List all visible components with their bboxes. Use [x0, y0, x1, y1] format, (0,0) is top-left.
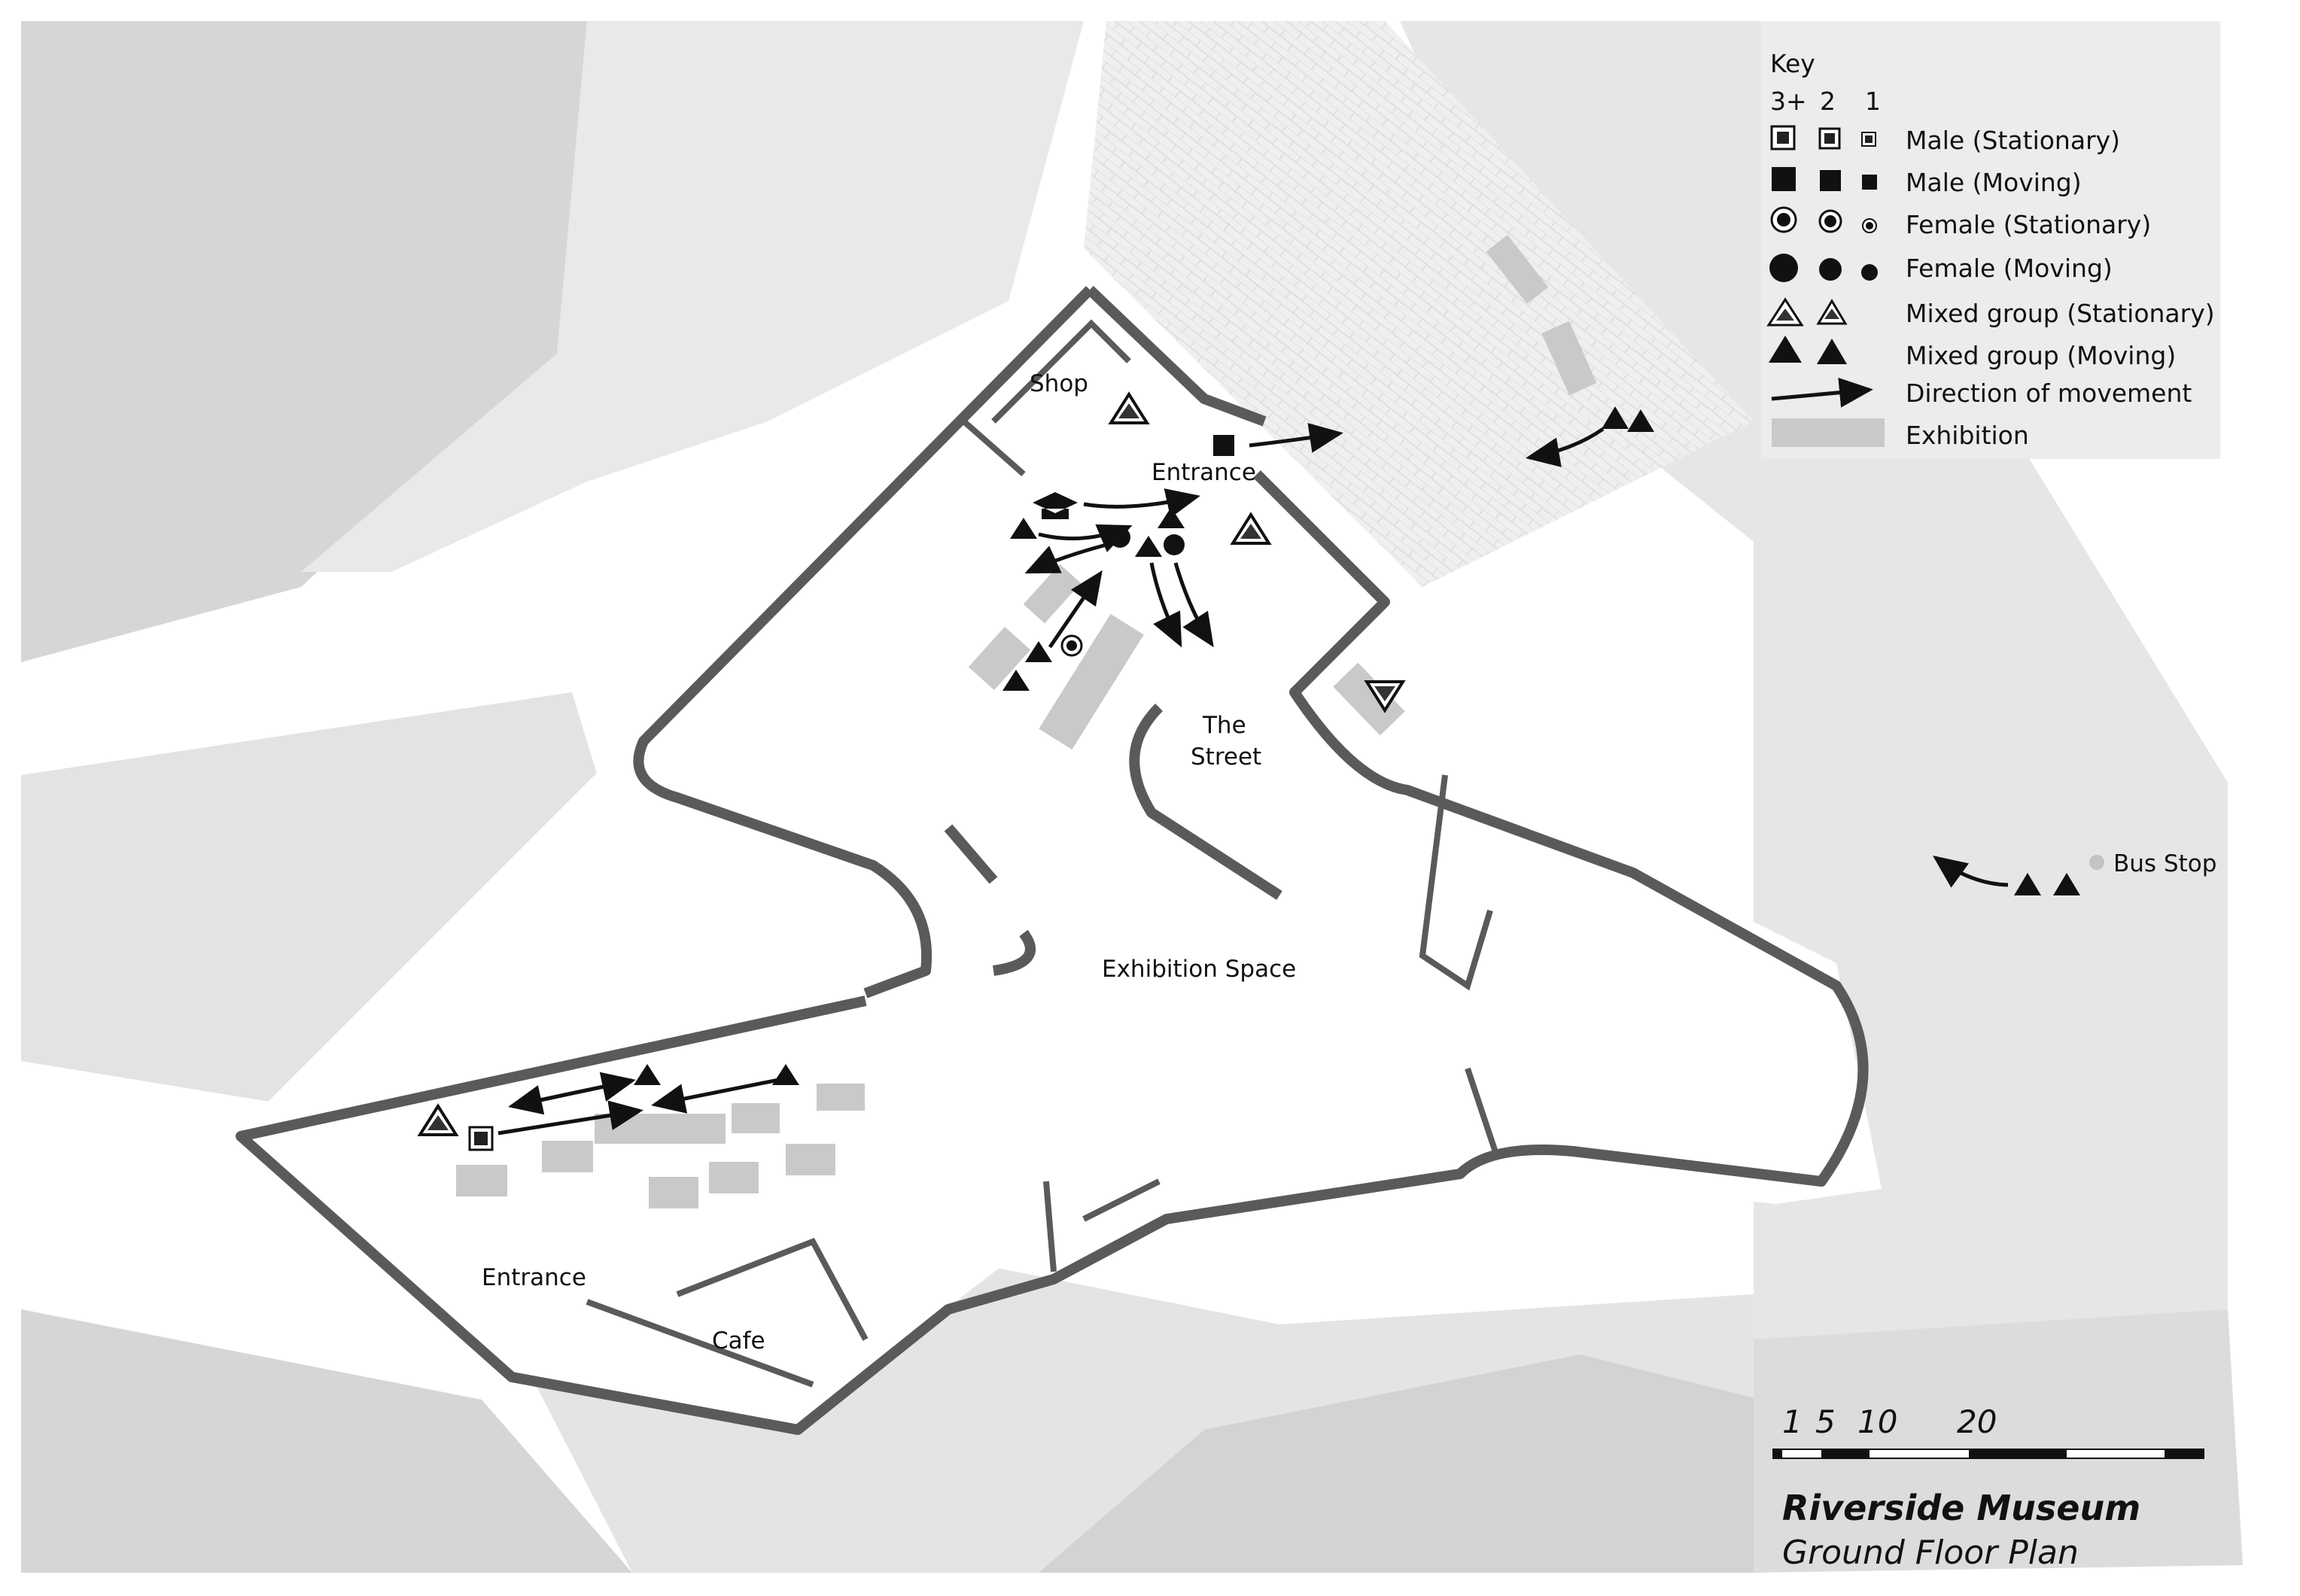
- key-label-mixed-stationary: Mixed group (Stationary): [1906, 299, 2215, 328]
- key-size-2: 2: [1820, 87, 1836, 116]
- key-arrow-icon: [1771, 377, 1873, 408]
- mixed-group-moving-hall-2: [1158, 507, 1185, 528]
- map-key: Key 3+ 2 1 Male (Stationary) Male (Movin…: [1761, 21, 2220, 459]
- label-bus-stop: Bus Stop: [2113, 850, 2216, 877]
- male-moving-entrance: [1213, 435, 1234, 456]
- exhibit-west-7: [709, 1162, 759, 1193]
- female-moving-hall-2: [1164, 534, 1185, 555]
- arrow-hall-out-1: [1024, 543, 1107, 574]
- bus-stop-dot: [2089, 855, 2104, 870]
- observation-markers: [417, 391, 2104, 1151]
- scale-bar: 1 5 10 20: [1772, 1403, 2204, 1459]
- female-moving-hall-1: [1109, 527, 1130, 548]
- mixed-group-moving-hall-3: [1135, 536, 1162, 557]
- exhibit-hall-3: [1039, 613, 1144, 750]
- key-male-stationary-icons: [1770, 125, 1876, 150]
- arrow-bus-stop: [1932, 856, 2009, 888]
- mixed-group-moving-hall-5: [1002, 670, 1030, 691]
- exhibit-west-8: [649, 1177, 698, 1208]
- mixed-group-stationary-west: [417, 1103, 459, 1136]
- key-label-mixed-moving: Mixed group (Moving): [1906, 341, 2176, 370]
- exhibit-west-3: [595, 1114, 726, 1144]
- scale-tick-5: 5: [1815, 1403, 1836, 1440]
- mixed-group-stationary-street: [1364, 680, 1406, 713]
- scale-tick-10: 10: [1857, 1403, 1897, 1440]
- scale-segment-1: [1773, 1449, 1782, 1458]
- key-label-direction: Direction of movement: [1906, 378, 2192, 408]
- label-the-street-1: The: [1202, 712, 1246, 739]
- scale-segment-3: [1969, 1449, 2067, 1458]
- exhibit-west-5: [456, 1165, 507, 1196]
- key-title: Key: [1770, 49, 1815, 78]
- male-stationary-west: [468, 1126, 494, 1151]
- mixed-group-moving-west-1: [634, 1064, 661, 1085]
- exhibit-plaza-1: [1486, 235, 1549, 304]
- mixed-group-moving-west-2: [772, 1064, 799, 1085]
- key-label-female-stationary: Female (Stationary): [1906, 210, 2151, 239]
- river-south-west: [21, 1309, 632, 1573]
- key-label-male-moving: Male (Moving): [1906, 168, 2082, 197]
- paved-plaza: [1084, 21, 1754, 587]
- label-entrance-south: Entrance: [482, 1264, 586, 1291]
- mixed-group-large-hall: [1033, 492, 1078, 519]
- arrow-hall-out-2: [1048, 570, 1103, 649]
- exhibition-areas: [456, 235, 1597, 1208]
- key-female-moving-icons: [1769, 254, 1878, 282]
- mixed-group-moving-hall-1: [1010, 518, 1037, 539]
- mixed-group-moving-hall-4: [1025, 641, 1052, 662]
- scale-segment-2: [1821, 1449, 1870, 1458]
- scale-segment-4: [2165, 1449, 2204, 1458]
- label-entrance-north: Entrance: [1152, 459, 1256, 486]
- key-label-female-moving: Female (Moving): [1906, 254, 2113, 283]
- arrow-street-2: [1173, 562, 1214, 648]
- exhibit-west-4: [542, 1141, 593, 1172]
- river-south: [1039, 1354, 1761, 1573]
- arrow-west-4: [497, 1100, 643, 1135]
- key-exhibition-swatch: [1772, 418, 1885, 447]
- exhibit-hall-2: [968, 626, 1031, 691]
- river-area: [21, 21, 587, 662]
- exhibit-hall-1: [1023, 564, 1082, 624]
- map-title: Riverside Museum Ground Floor Plan: [1782, 1488, 2140, 1572]
- label-cafe: Cafe: [712, 1327, 765, 1354]
- arrow-hall-in-1: [1083, 488, 1200, 518]
- land-south-east: [1754, 1309, 2243, 1573]
- key-female-stationary-icons: [1770, 206, 1877, 233]
- movement-arrows: [497, 423, 2009, 1135]
- arrow-plaza: [1526, 427, 1605, 467]
- title-main: Riverside Museum: [1782, 1488, 2140, 1528]
- exhibit-west-6: [786, 1144, 835, 1175]
- key-size-1: 1: [1865, 87, 1881, 116]
- scale-tick-1: 1: [1782, 1403, 1803, 1440]
- exhibit-plaza-2: [1541, 321, 1597, 396]
- female-stationary-hall: [1060, 634, 1083, 657]
- arrow-entrance-out: [1249, 423, 1343, 453]
- title-sub: Ground Floor Plan: [1782, 1534, 2079, 1572]
- key-label-exhibition: Exhibition: [1906, 421, 2029, 450]
- exhibit-street: [1333, 662, 1405, 736]
- label-shop: Shop: [1030, 370, 1088, 397]
- key-panel: [1761, 21, 2220, 459]
- key-male-moving-icons: [1772, 167, 1877, 191]
- building-walls: [236, 285, 1869, 1435]
- exhibit-west-2: [732, 1103, 780, 1133]
- key-size-3plus: 3+: [1770, 87, 1807, 116]
- mixed-group-stationary-shop: [1108, 391, 1150, 424]
- arrow-west-2: [511, 1072, 636, 1108]
- mixed-group-stationary-east: [1230, 512, 1272, 545]
- key-mixed-stationary-icons: [1766, 297, 1848, 327]
- key-mixed-moving-icons: [1769, 336, 1847, 364]
- label-the-street-2: Street: [1191, 743, 1261, 771]
- mixed-group-moving-plaza: [1602, 406, 1654, 432]
- land-north: [301, 21, 1084, 572]
- arrow-street-1: [1149, 562, 1182, 648]
- label-exhibition-space: Exhibition Space: [1102, 956, 1296, 983]
- mixed-group-moving-bus-stop: [2014, 873, 2080, 895]
- key-label-male-stationary: Male (Stationary): [1906, 126, 2120, 155]
- arrow-west-3: [651, 1075, 791, 1114]
- exhibit-west-1: [817, 1084, 865, 1111]
- scale-tick-20: 20: [1957, 1403, 1997, 1440]
- map-labels: Shop Entrance The Street Exhibition Spac…: [482, 370, 2216, 1354]
